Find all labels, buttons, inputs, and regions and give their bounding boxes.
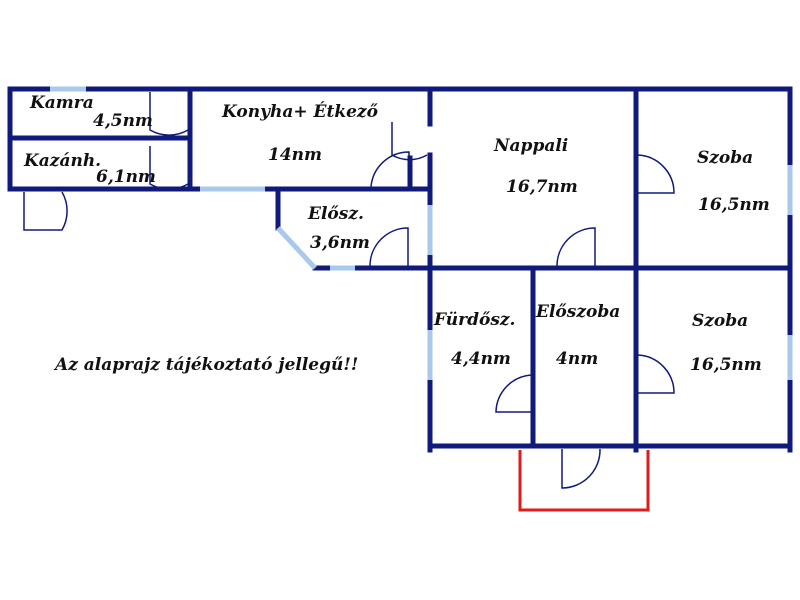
room-area-szoba-top: 16,5nm xyxy=(698,195,770,215)
room-name-szoba-top: Szoba xyxy=(697,148,753,168)
windows xyxy=(50,86,793,380)
room-name-kamra: Kamra xyxy=(29,93,94,113)
room-area-furdo: 4,4nm xyxy=(451,349,511,369)
room-name-kazan: Kazánh. xyxy=(23,151,101,171)
room-area-nappali: 16,7nm xyxy=(506,177,578,197)
room-name-elosz-small: Elősz. xyxy=(307,204,364,224)
room-name-konyha: Konyha+ Étkező xyxy=(221,101,379,122)
room-area-kamra: 4,5nm xyxy=(93,111,153,131)
room-area-elosz-small: 3,6nm xyxy=(310,233,370,253)
disclaimer-note: Az alaprajz tájékoztató jellegű!! xyxy=(53,355,358,375)
porch-outline xyxy=(518,450,650,512)
room-area-kazan: 6,1nm xyxy=(96,167,156,187)
walls xyxy=(7,86,793,453)
room-name-nappali: Nappali xyxy=(493,136,568,156)
room-area-eloszoba: 4nm xyxy=(556,349,598,369)
room-area-konyha: 14nm xyxy=(268,145,322,165)
room-area-szoba-bottom: 16,5nm xyxy=(690,355,762,375)
room-name-szoba-bottom: Szoba xyxy=(692,311,748,331)
doors xyxy=(23,92,675,489)
room-name-furdo: Fürdősz. xyxy=(433,310,515,330)
room-name-eloszoba: Előszoba xyxy=(535,302,620,322)
